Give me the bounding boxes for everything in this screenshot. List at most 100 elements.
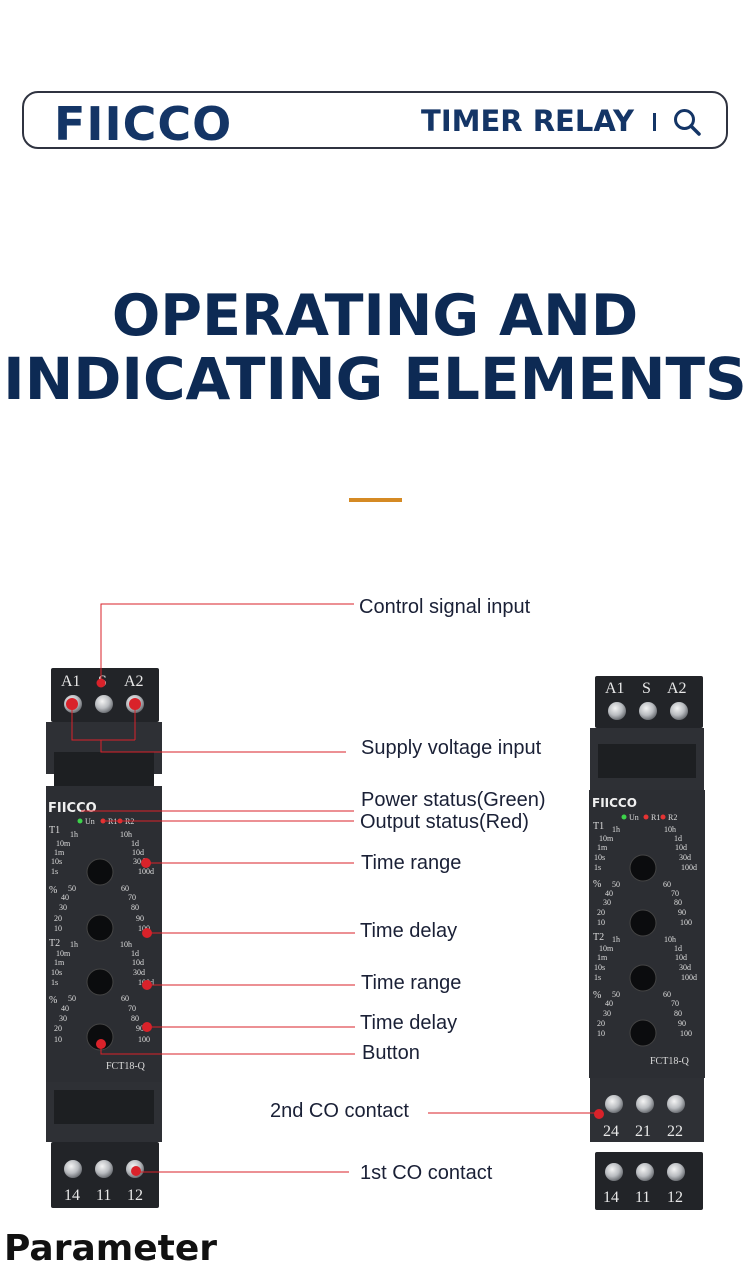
left-relay: A1 S A2 14 11 12 FIICCO Un R1 R2 T1 1h 1… [46,668,162,1208]
svg-text:10m: 10m [599,834,614,843]
left-button[interactable] [86,1023,114,1051]
left-term-a2: A2 [124,673,144,690]
svg-text:70: 70 [671,889,679,898]
svg-text:FCT18-Q: FCT18-Q [650,1056,690,1067]
svg-text:80: 80 [131,903,139,912]
svg-text:10h: 10h [664,825,676,834]
svg-text:1d: 1d [674,944,682,953]
svg-text:10h: 10h [120,940,132,949]
svg-text:60: 60 [663,880,671,889]
svg-text:80: 80 [131,1014,139,1023]
svg-text:10m: 10m [599,944,614,953]
left-pct-label-1: % [49,885,57,896]
brand-logo[interactable]: FIICCO [54,97,233,151]
left-knob-range1[interactable] [86,858,114,886]
svg-text:%: % [593,990,601,1001]
header-bar: FIICCO TIMER RELAY [22,91,728,151]
svg-text:20: 20 [54,1024,62,1033]
svg-text:30d: 30d [679,853,691,862]
left-t1-label: T1 [49,825,60,836]
search-icon[interactable] [672,107,702,137]
left-led-label-un: Un [85,817,95,826]
svg-text:10: 10 [597,918,605,927]
left-knob-range2[interactable] [86,968,114,996]
svg-text:1h: 1h [70,940,78,949]
svg-text:100: 100 [680,1029,692,1038]
svg-text:FIICCO: FIICCO [592,796,637,810]
svg-text:Un: Un [629,813,639,822]
svg-text:50: 50 [612,990,620,999]
svg-text:100: 100 [680,918,692,927]
svg-text:100: 100 [138,1035,150,1044]
svg-text:1h: 1h [70,830,78,839]
svg-text:1d: 1d [131,949,139,958]
svg-text:10d: 10d [675,843,687,852]
svg-text:100d: 100d [138,867,154,876]
svg-text:10s: 10s [594,853,605,862]
callout-dots [66,678,604,1176]
svg-text:11: 11 [635,1189,650,1206]
svg-text:60: 60 [121,994,129,1003]
callout-time-range-2: Time range [361,972,462,994]
callout-time-delay-1: Time delay [360,920,458,942]
hero-title-line1: OPERATING AND [111,283,639,349]
svg-text:10h: 10h [120,830,132,839]
left-screw-14 [64,1160,82,1178]
svg-text:40: 40 [605,999,613,1008]
left-brand: FIICCO [48,801,97,816]
svg-text:10d: 10d [132,848,144,857]
svg-text:T1: T1 [593,821,604,832]
header-divider [653,113,656,131]
svg-text:1h: 1h [612,935,620,944]
svg-text:40: 40 [605,889,613,898]
svg-text:1s: 1s [594,863,601,872]
svg-text:24: 24 [603,1123,619,1140]
svg-text:80: 80 [674,898,682,907]
svg-text:20: 20 [597,908,605,917]
left-term-14: 14 [64,1187,80,1204]
hero-title-line2: INDICATING ELEMENTS [3,345,747,413]
svg-text:R2: R2 [668,813,677,822]
right-relay: A1 S A2 24 21 22 14 11 12 FIICCO Un R1 R… [589,676,705,1210]
accent-divider [349,498,402,502]
svg-text:100: 100 [138,924,150,933]
svg-text:10d: 10d [675,953,687,962]
svg-text:20: 20 [54,914,62,923]
svg-text:10: 10 [54,1035,62,1044]
svg-text:10: 10 [54,924,62,933]
svg-text:A1: A1 [605,680,625,697]
left-model: FCT18-Q [106,1061,146,1072]
svg-text:1s: 1s [51,867,58,876]
svg-text:1s: 1s [51,978,58,987]
svg-text:10: 10 [597,1029,605,1038]
left-term-12: 12 [127,1187,143,1204]
svg-text:21: 21 [635,1123,651,1140]
callout-time-range-1: Time range [361,852,462,874]
svg-text:12: 12 [667,1189,683,1206]
left-screw-11 [95,1160,113,1178]
header-title: TIMER RELAY [421,104,634,138]
svg-text:1m: 1m [597,953,608,962]
svg-text:14: 14 [603,1189,619,1206]
callout-1st-co-contact: 1st CO contact [360,1162,493,1184]
svg-text:T2: T2 [593,932,604,943]
svg-text:A2: A2 [667,680,687,697]
svg-text:30d: 30d [679,963,691,972]
callout-control-signal: Control signal input [359,596,531,618]
svg-text:50: 50 [68,884,76,893]
left-pct-label-2: % [49,995,57,1006]
svg-text:100d: 100d [681,863,697,872]
svg-text:30: 30 [603,1009,611,1018]
svg-text:30d: 30d [133,857,145,866]
svg-text:40: 40 [61,1004,69,1013]
svg-text:22: 22 [667,1123,683,1140]
svg-text:10s: 10s [51,968,62,977]
svg-text:1m: 1m [54,848,65,857]
left-screw-s [95,695,113,713]
svg-text:1d: 1d [674,834,682,843]
callout-supply-voltage: Supply voltage input [361,737,542,759]
svg-text:30: 30 [59,1014,67,1023]
left-knob-delay1[interactable] [86,914,114,942]
callout-button: Button [362,1042,420,1064]
